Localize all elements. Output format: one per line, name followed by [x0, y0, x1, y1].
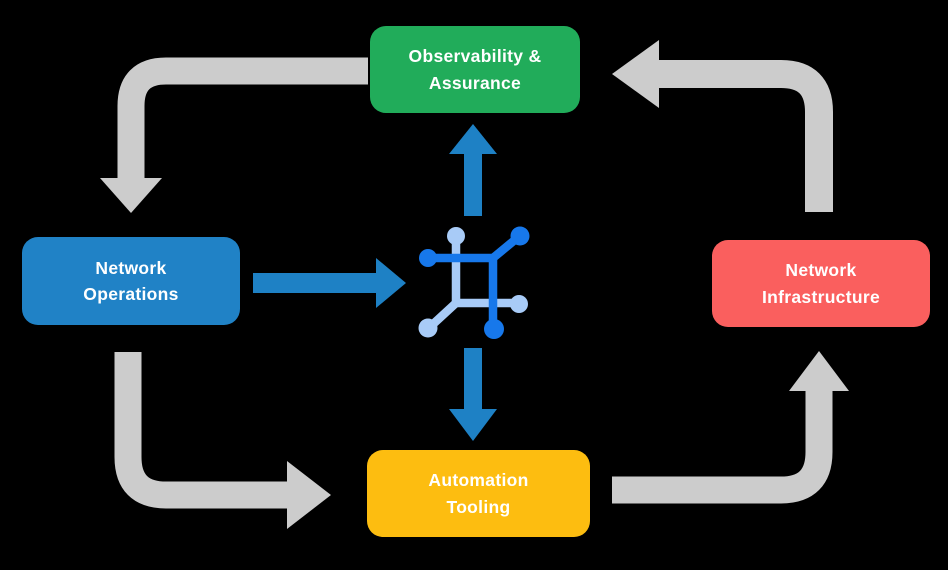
- node-label: Network: [785, 260, 857, 281]
- icon-node-dot: [419, 249, 437, 267]
- network-hub-icon-dark-branch: [419, 226, 530, 339]
- node-network-operations: Network Operations: [22, 237, 240, 325]
- flow-arrow-operations-to-automation: [114, 352, 331, 529]
- arrow-shaft: [612, 389, 833, 504]
- icon-node-dot: [510, 226, 530, 246]
- icon-node-dot: [418, 318, 438, 338]
- arrow-head: [449, 124, 497, 154]
- icon-node-dot: [510, 295, 528, 313]
- arrow-head: [449, 409, 497, 441]
- icon-dark-diagonal: [488, 234, 521, 263]
- node-automation-tooling: Automation Tooling: [367, 450, 590, 537]
- flow-arrow-automation-to-infrastructure: [612, 351, 849, 504]
- node-observability-assurance: Observability & Assurance: [370, 26, 580, 113]
- data-arrow-hub-to-observability: [449, 124, 497, 216]
- node-label: Observability &: [408, 46, 542, 67]
- data-arrow-operations-to-hub: [253, 258, 406, 308]
- arrow-shaft: [114, 352, 289, 509]
- data-arrow-hub-to-automation: [449, 348, 497, 441]
- arrow-shaft: [117, 57, 368, 181]
- icon-node-dot: [484, 319, 504, 339]
- arrow-head: [287, 461, 331, 529]
- network-hub-icon: [418, 226, 530, 339]
- flow-arrow-infrastructure-to-observability: [612, 40, 833, 212]
- node-label: Network: [95, 257, 167, 278]
- arrow-head: [789, 351, 849, 391]
- arrow-head: [100, 178, 162, 213]
- arrow-head: [612, 40, 659, 108]
- icon-node-dot: [447, 227, 465, 245]
- node-label: Operations: [83, 284, 179, 304]
- node-label: Infrastructure: [762, 286, 880, 307]
- node-label: Automation: [428, 470, 529, 491]
- node-label: Assurance: [428, 72, 522, 93]
- flow-arrow-observability-to-operations: [100, 57, 368, 213]
- arrow-head: [376, 258, 406, 308]
- arrow-shaft: [657, 60, 833, 212]
- node-network-infrastructure: Network Infrastructure: [712, 240, 930, 327]
- node-label: Tooling: [446, 496, 511, 517]
